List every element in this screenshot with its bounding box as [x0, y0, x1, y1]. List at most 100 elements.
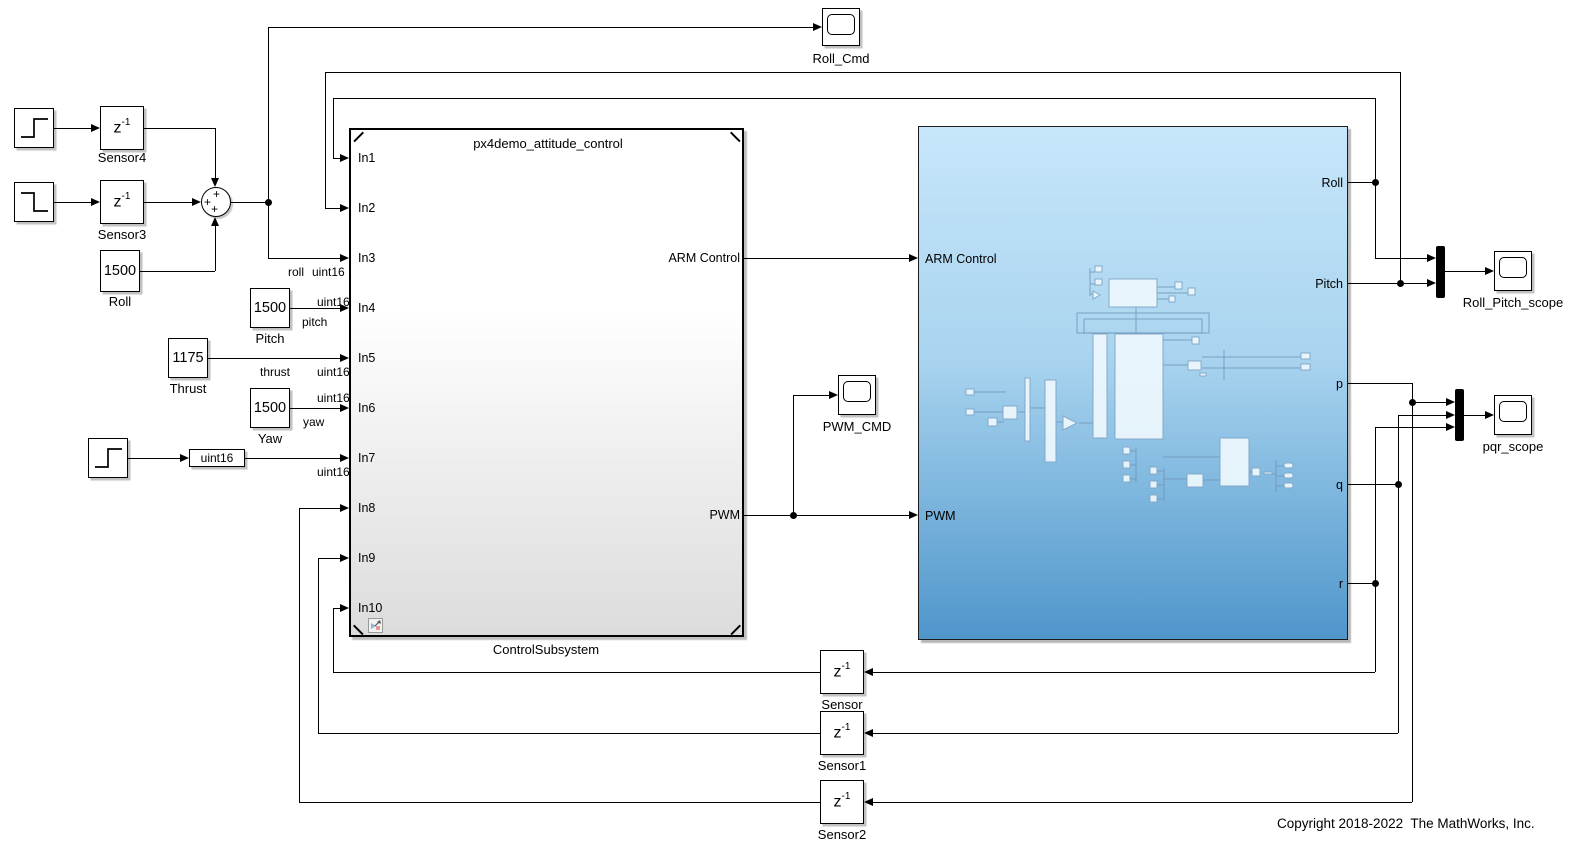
wire-segment[interactable]: [268, 27, 269, 202]
wire-segment[interactable]: [1412, 383, 1413, 402]
wire-segment[interactable]: [793, 395, 829, 396]
block-name-roll-cmd[interactable]: Roll_Cmd: [812, 51, 870, 66]
wire-segment[interactable]: [325, 208, 340, 209]
wire-segment[interactable]: [1445, 271, 1485, 272]
arrowhead: [340, 503, 349, 512]
step-source-block[interactable]: [88, 438, 128, 478]
wire-segment[interactable]: [1348, 583, 1375, 584]
wire-segment[interactable]: [1412, 402, 1413, 802]
wire-segment[interactable]: [299, 508, 340, 509]
wire-segment[interactable]: [1375, 427, 1446, 428]
constant-pitch-block[interactable]: 1500: [250, 288, 290, 328]
wire-segment[interactable]: [744, 258, 909, 259]
wire-segment[interactable]: [318, 558, 319, 733]
block-name-sensor2[interactable]: Sensor2: [817, 827, 867, 842]
wire-segment[interactable]: [333, 608, 340, 609]
block-name-pqr-scope[interactable]: pqr_scope: [1482, 439, 1544, 454]
scope-roll-pitch[interactable]: [1494, 251, 1532, 291]
wire-segment[interactable]: [1412, 402, 1446, 403]
unit-delay-sensor4-block[interactable]: z-1: [100, 106, 144, 150]
wire-segment[interactable]: [1375, 427, 1376, 583]
constant-yaw-block[interactable]: 1500: [250, 388, 290, 428]
block-name-sensor1[interactable]: Sensor1: [817, 758, 867, 773]
wire-segment[interactable]: [268, 258, 340, 259]
wire-segment[interactable]: [1375, 583, 1376, 672]
block-name-control-subsystem[interactable]: ControlSubsystem: [492, 642, 600, 657]
port-label-in10: In10: [358, 601, 383, 615]
block-name-sensor3[interactable]: Sensor3: [97, 227, 147, 242]
wire-segment[interactable]: [215, 128, 216, 178]
block-name-sensor4[interactable]: Sensor4: [97, 150, 147, 165]
wire-segment[interactable]: [872, 672, 1375, 673]
wire-segment[interactable]: [1398, 415, 1399, 484]
wire-segment[interactable]: [333, 98, 334, 158]
scope-pqr[interactable]: [1494, 395, 1532, 435]
wire-segment[interactable]: [140, 271, 215, 272]
wire-segment[interactable]: [144, 128, 215, 129]
model-corner-mark: [353, 131, 364, 142]
wire-segment[interactable]: [1348, 484, 1398, 485]
wire-segment[interactable]: [268, 202, 269, 258]
block-name-thrust[interactable]: Thrust: [169, 381, 207, 396]
scope-roll-cmd[interactable]: [822, 8, 860, 46]
wire-segment[interactable]: [1398, 484, 1399, 733]
wire-segment[interactable]: [793, 395, 794, 515]
sum-block[interactable]: + + +: [201, 187, 231, 217]
block-name-pwm-cmd[interactable]: PWM_CMD: [822, 419, 892, 434]
wire-segment[interactable]: [299, 802, 820, 803]
block-name-roll[interactable]: Roll: [108, 294, 132, 309]
wire-segment[interactable]: [318, 733, 820, 734]
block-name-roll-pitch-scope[interactable]: Roll_Pitch_scope: [1462, 295, 1564, 310]
mux-roll-pitch[interactable]: [1436, 246, 1445, 298]
wire-segment[interactable]: [1348, 383, 1412, 384]
unit-delay-sensor2-block[interactable]: z-1: [820, 780, 864, 824]
wire-segment[interactable]: [325, 72, 1400, 73]
wire-segment[interactable]: [1400, 72, 1401, 283]
wire-segment[interactable]: [1348, 182, 1375, 183]
wire-segment[interactable]: [290, 408, 340, 409]
block-name-yaw[interactable]: Yaw: [257, 431, 283, 446]
port-label-in3: In3: [358, 251, 376, 265]
wire-segment[interactable]: [144, 202, 192, 203]
wire-segment[interactable]: [54, 202, 92, 203]
wire-segment[interactable]: [268, 27, 813, 28]
wire-segment[interactable]: [1348, 283, 1427, 284]
scope-pwm-cmd[interactable]: [838, 375, 876, 415]
wire-segment[interactable]: [1375, 258, 1427, 259]
wire-segment[interactable]: [231, 202, 268, 203]
data-type-conversion-block[interactable]: uint16: [189, 449, 245, 467]
block-name-pitch[interactable]: Pitch: [255, 331, 285, 346]
wire-segment[interactable]: [872, 733, 1398, 734]
sum-sign: +: [204, 195, 212, 209]
wire-segment[interactable]: [333, 98, 1375, 99]
wire-segment[interactable]: [1464, 415, 1485, 416]
step-source-block[interactable]: [14, 108, 54, 148]
wire-segment[interactable]: [208, 358, 340, 359]
wire-segment[interactable]: [290, 308, 340, 309]
wire-segment[interactable]: [744, 515, 909, 516]
wire-segment[interactable]: [872, 802, 1412, 803]
mux-pqr[interactable]: [1455, 389, 1464, 441]
wire-segment[interactable]: [54, 128, 92, 129]
wire-segment[interactable]: [215, 226, 216, 271]
constant-thrust-block[interactable]: 1175: [168, 338, 208, 378]
wire-segment[interactable]: [333, 608, 334, 672]
wire-segment[interactable]: [318, 558, 340, 559]
unit-delay-sensor3-block[interactable]: z-1: [100, 180, 144, 224]
wire-segment[interactable]: [333, 672, 820, 673]
step-source-block[interactable]: [14, 182, 54, 222]
unit-delay-sensor1-block[interactable]: z-1: [820, 711, 864, 755]
wire-segment[interactable]: [333, 158, 340, 159]
wire-segment[interactable]: [128, 458, 180, 459]
wire-segment[interactable]: [325, 72, 326, 208]
wire-segment[interactable]: [245, 458, 340, 459]
wire-segment[interactable]: [1375, 182, 1376, 258]
block-name-sensor[interactable]: Sensor: [821, 697, 863, 712]
unit-delay-sensor-block[interactable]: z-1: [820, 650, 864, 694]
wire-segment[interactable]: [299, 508, 300, 802]
control-subsystem-block[interactable]: px4demo_attitude_control In1 In2 In3 In4…: [349, 128, 744, 637]
constant-roll-block[interactable]: 1500: [100, 250, 140, 292]
wire-segment[interactable]: [1398, 415, 1446, 416]
plant-subsystem-block[interactable]: ARM Control PWM Roll Pitch p q r: [918, 126, 1348, 640]
wire-segment[interactable]: [1375, 98, 1376, 182]
